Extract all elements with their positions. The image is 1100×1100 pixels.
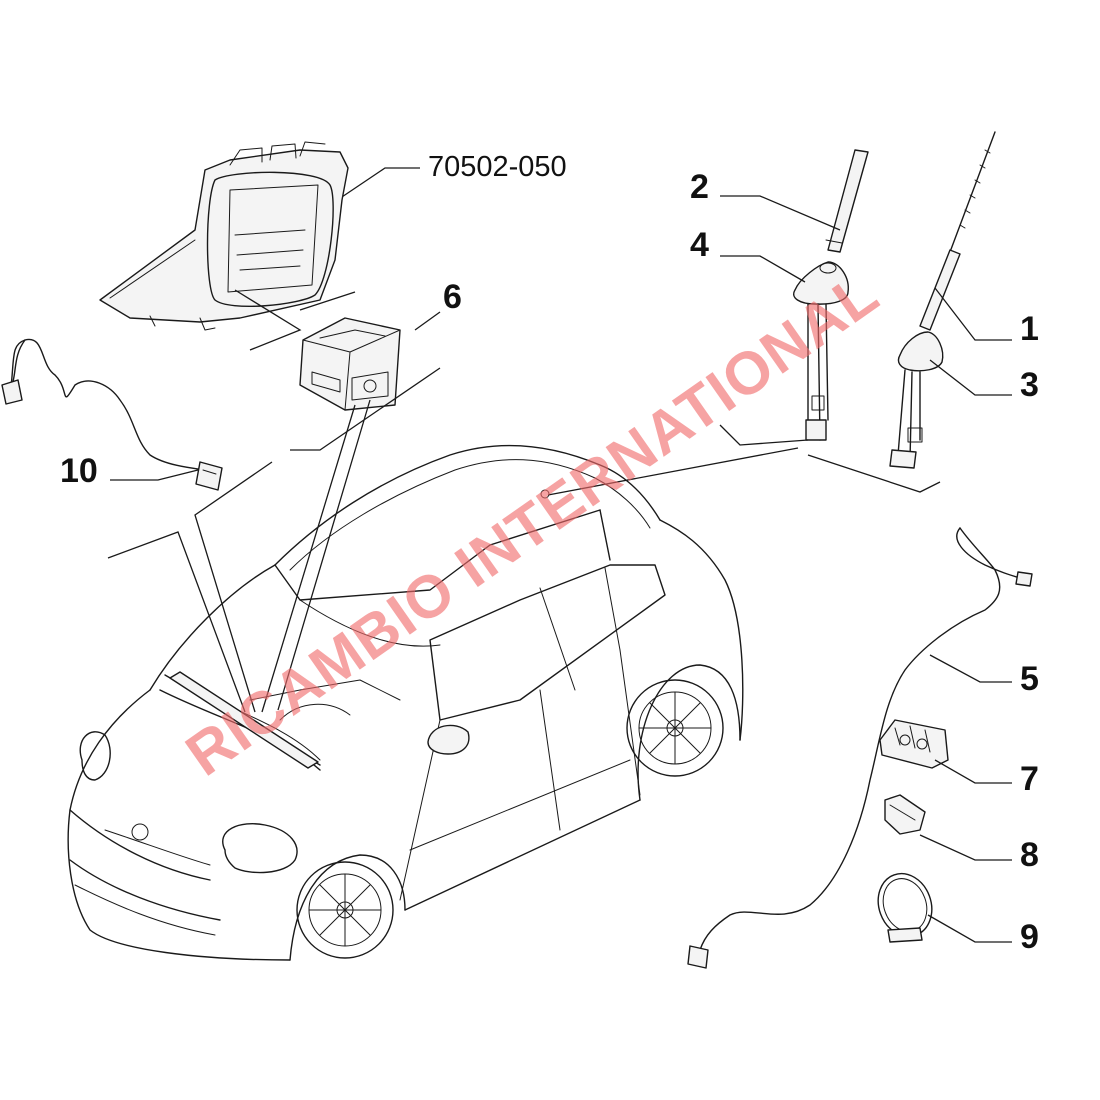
car-illustration <box>67 444 744 961</box>
callout-1: 1 <box>1020 310 1039 348</box>
dashboard-trim-panel <box>99 141 349 331</box>
callout-7: 7 <box>1020 760 1039 798</box>
callout-6: 6 <box>443 278 462 316</box>
callout-5: 5 <box>1020 660 1039 698</box>
callout-9: 9 <box>1020 918 1039 956</box>
part-10-wiring-harness <box>1 338 223 491</box>
antenna-group-leader <box>719 424 809 446</box>
part-2-short-antenna-mast <box>825 149 869 253</box>
watermark-text: RICAMBIO INTERNATIONAL <box>174 259 890 789</box>
part-6-leader <box>414 311 441 331</box>
callout-4: 4 <box>690 226 709 264</box>
part-9-leader <box>927 914 1012 943</box>
module-bracket-leader <box>290 367 441 451</box>
part-7-leader <box>934 759 1012 784</box>
module-to-car-leader-b <box>261 404 356 713</box>
part-9-ring-grommet <box>877 872 933 943</box>
part-5-leader <box>929 654 1012 683</box>
part-4-antenna-base-short <box>793 261 849 441</box>
part-10-leader <box>110 469 199 481</box>
part-8-leader <box>919 834 1012 861</box>
part-3-leader <box>929 359 1012 396</box>
part-7-cable-clip-block <box>879 719 949 769</box>
panel-to-car-leader <box>194 461 273 713</box>
panel-leader <box>234 289 302 351</box>
module-to-car-leader-a <box>277 399 371 711</box>
part-8-small-clip <box>884 794 926 835</box>
cable10-to-car-leader <box>107 531 246 713</box>
callout-3: 3 <box>1020 366 1039 404</box>
part-5-antenna-cable <box>687 527 1033 969</box>
part-4-leader <box>720 255 806 283</box>
part-3-antenna-base-long <box>889 331 944 469</box>
callout-8: 8 <box>1020 836 1039 874</box>
panel-leader-tick <box>299 291 356 311</box>
antenna-bracket-leader <box>807 454 941 493</box>
part-1-long-antenna-mast <box>919 131 996 331</box>
part-2-leader <box>720 195 841 231</box>
reference-code-leader <box>329 167 420 206</box>
part-1-leader <box>934 287 1012 341</box>
antenna-to-roof-leader <box>547 447 799 496</box>
callout-10: 10 <box>60 452 98 490</box>
callout-2: 2 <box>690 168 709 206</box>
reference-code-label: 70502-050 <box>428 151 567 183</box>
part-6-usb-module <box>299 317 401 411</box>
